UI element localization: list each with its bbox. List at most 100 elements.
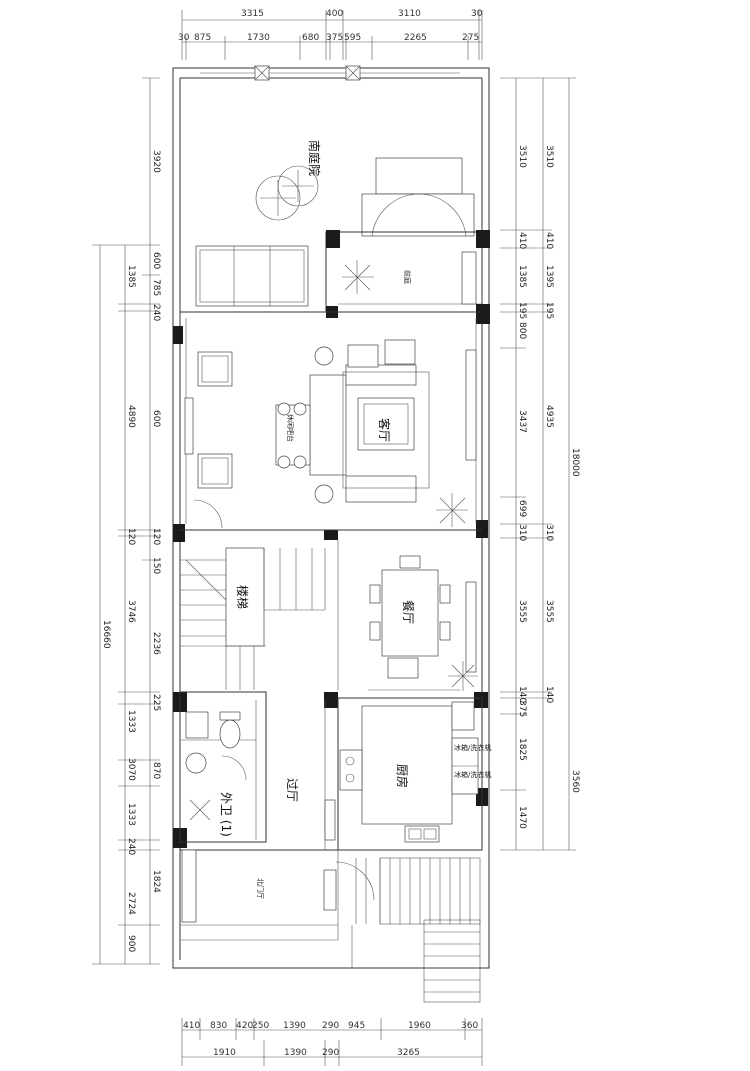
top-inner-dim-6: 595 bbox=[344, 33, 361, 43]
left-dim-4: 3746 bbox=[126, 600, 136, 623]
left-dim-5: 1333 bbox=[126, 710, 136, 733]
structural-columns bbox=[173, 230, 490, 848]
left-dim-labels: 16660 1385 4890 120 3746 1333 3070 1333 … bbox=[101, 150, 161, 952]
plant-icon-dining bbox=[448, 661, 478, 691]
sofa-set bbox=[309, 339, 430, 503]
room-label-living-room: 客厅 bbox=[377, 418, 392, 442]
plant-icon bbox=[342, 260, 374, 294]
room-label-bathroom: 外卫 (1) bbox=[219, 792, 233, 837]
right-inner-dim-12: 1825 bbox=[517, 738, 527, 761]
left-dim-9: 2724 bbox=[126, 892, 136, 915]
room-label-stair: 楼梯 bbox=[235, 585, 250, 609]
room-label-kitchen: 厨房 bbox=[395, 764, 410, 788]
right-inner-dim-1: 3510 bbox=[517, 145, 527, 168]
right-inner-dim-11: 375 bbox=[517, 700, 527, 717]
bottom-dim-3: 290 bbox=[322, 1048, 339, 1058]
top-dim-1: 3315 bbox=[241, 9, 264, 19]
right-inner-dim-6: 3437 bbox=[517, 410, 527, 433]
left-inner-dim-8: 2236 bbox=[151, 632, 161, 655]
lounge-chairs bbox=[197, 351, 233, 489]
left-dim-1: 1385 bbox=[126, 265, 136, 288]
bottom-inner-dim-4: 250 bbox=[252, 1021, 269, 1031]
left-dim-3: 120 bbox=[126, 528, 136, 545]
left-inner-dim-9: 225 bbox=[151, 694, 161, 711]
top-inner-dim-4: 680 bbox=[302, 33, 319, 43]
left-inner-dim-4: 240 bbox=[151, 304, 161, 321]
right-inner-dim-13: 1470 bbox=[517, 806, 527, 829]
room-label-south-courtyard: 南庭院 bbox=[307, 140, 322, 176]
bottom-inner-dim-5: 1390 bbox=[283, 1021, 306, 1031]
right-outer-dim-1: 3510 bbox=[544, 145, 554, 168]
top-inner-dim-2: 875 bbox=[194, 33, 211, 43]
right-inner-dim-7: 699 bbox=[517, 500, 527, 517]
bottom-inner-dim-9: 360 bbox=[461, 1021, 478, 1031]
left-inner-dim-2: 600 bbox=[151, 252, 161, 269]
top-dim-3: 3110 bbox=[398, 9, 421, 19]
entrance-steps bbox=[355, 857, 481, 1003]
kitchen bbox=[337, 697, 483, 851]
left-total-dim: 16660 bbox=[101, 620, 111, 649]
bathroom bbox=[179, 691, 267, 843]
bottom-inner-dim-3: 420 bbox=[236, 1021, 253, 1031]
bottom-inner-dim-8: 1960 bbox=[408, 1021, 431, 1031]
right-dimension-lines bbox=[500, 77, 576, 851]
right-outer-dim-2: 410 bbox=[544, 232, 554, 249]
right-outer-dim-8: 140 bbox=[544, 686, 554, 703]
right-dim-labels: 18000 3510 410 1385 195 800 3437 699 310… bbox=[517, 145, 580, 829]
top-inner-dim-3: 1730 bbox=[247, 33, 270, 43]
right-inner-dim-4: 195 bbox=[517, 302, 527, 319]
left-dim-7: 1333 bbox=[126, 803, 136, 826]
corridor bbox=[324, 700, 336, 850]
room-label-leisure-area: 休闲吧台 bbox=[286, 414, 295, 442]
top-dimension-lines bbox=[181, 10, 483, 60]
kitchen-note-2: 冰箱/洗衣机 bbox=[454, 770, 491, 779]
right-outer-dim-9: 3560 bbox=[570, 770, 580, 793]
room-label-north-entrance: 北门厅 bbox=[256, 878, 265, 899]
stair bbox=[180, 547, 326, 690]
right-inner-dim-5: 800 bbox=[517, 322, 527, 339]
room-label-dining-room: 餐厅 bbox=[401, 600, 416, 624]
room-label-front-terrace: 前庭 bbox=[403, 270, 412, 284]
bottom-dim-1: 1910 bbox=[213, 1048, 236, 1058]
right-inner-dim-8: 310 bbox=[517, 524, 527, 541]
top-inner-dim-8: 275 bbox=[462, 33, 479, 43]
right-outer-dim-7: 3555 bbox=[544, 600, 554, 623]
top-inner-dim-7: 2265 bbox=[404, 33, 427, 43]
bottom-dim-4: 3265 bbox=[397, 1048, 420, 1058]
bottom-inner-dim-1: 410 bbox=[183, 1021, 200, 1031]
bottom-inner-dim-7: 945 bbox=[348, 1021, 365, 1031]
bottom-inner-dim-6: 290 bbox=[322, 1021, 339, 1031]
dining-room bbox=[337, 540, 477, 691]
right-total-dim: 18000 bbox=[570, 448, 580, 477]
bottom-dimension-lines bbox=[181, 1018, 483, 1066]
outdoor-bench bbox=[195, 245, 309, 307]
room-label-corridor: 过厅 bbox=[285, 778, 299, 802]
top-inner-dim-1: 30 bbox=[178, 33, 190, 43]
right-inner-dim-2: 410 bbox=[517, 232, 527, 249]
right-outer-dim-6: 310 bbox=[544, 524, 554, 541]
left-inner-dim-10: 870 bbox=[151, 762, 161, 779]
plant-icon-living bbox=[436, 493, 468, 527]
courtyard-entry-door bbox=[361, 157, 475, 237]
left-inner-dim-6: 120 bbox=[151, 528, 161, 545]
left-inner-dim-11: 1824 bbox=[151, 870, 161, 893]
bottom-inner-dim-2: 830 bbox=[210, 1021, 227, 1031]
bar-counter bbox=[275, 346, 334, 504]
right-inner-dim-3: 1385 bbox=[517, 265, 527, 288]
courtyard-tree-icon bbox=[255, 165, 319, 221]
left-dim-8: 240 bbox=[126, 838, 136, 855]
bottom-dim-2: 1390 bbox=[284, 1048, 307, 1058]
left-dimension-lines bbox=[92, 77, 160, 965]
left-dim-2: 4890 bbox=[126, 405, 136, 428]
right-outer-dim-4: 195 bbox=[544, 302, 554, 319]
top-dim-4: 30 bbox=[471, 9, 483, 19]
right-inner-dim-10: 140 bbox=[517, 686, 527, 703]
top-inner-dim-5: 375 bbox=[326, 33, 343, 43]
top-dim-2: 400 bbox=[326, 9, 343, 19]
living-room bbox=[180, 311, 482, 531]
left-inner-dim-7: 150 bbox=[151, 557, 161, 574]
left-inner-dim-5: 600 bbox=[151, 410, 161, 427]
north-entrance bbox=[180, 849, 375, 968]
left-inner-dim-3: 785 bbox=[151, 279, 161, 296]
